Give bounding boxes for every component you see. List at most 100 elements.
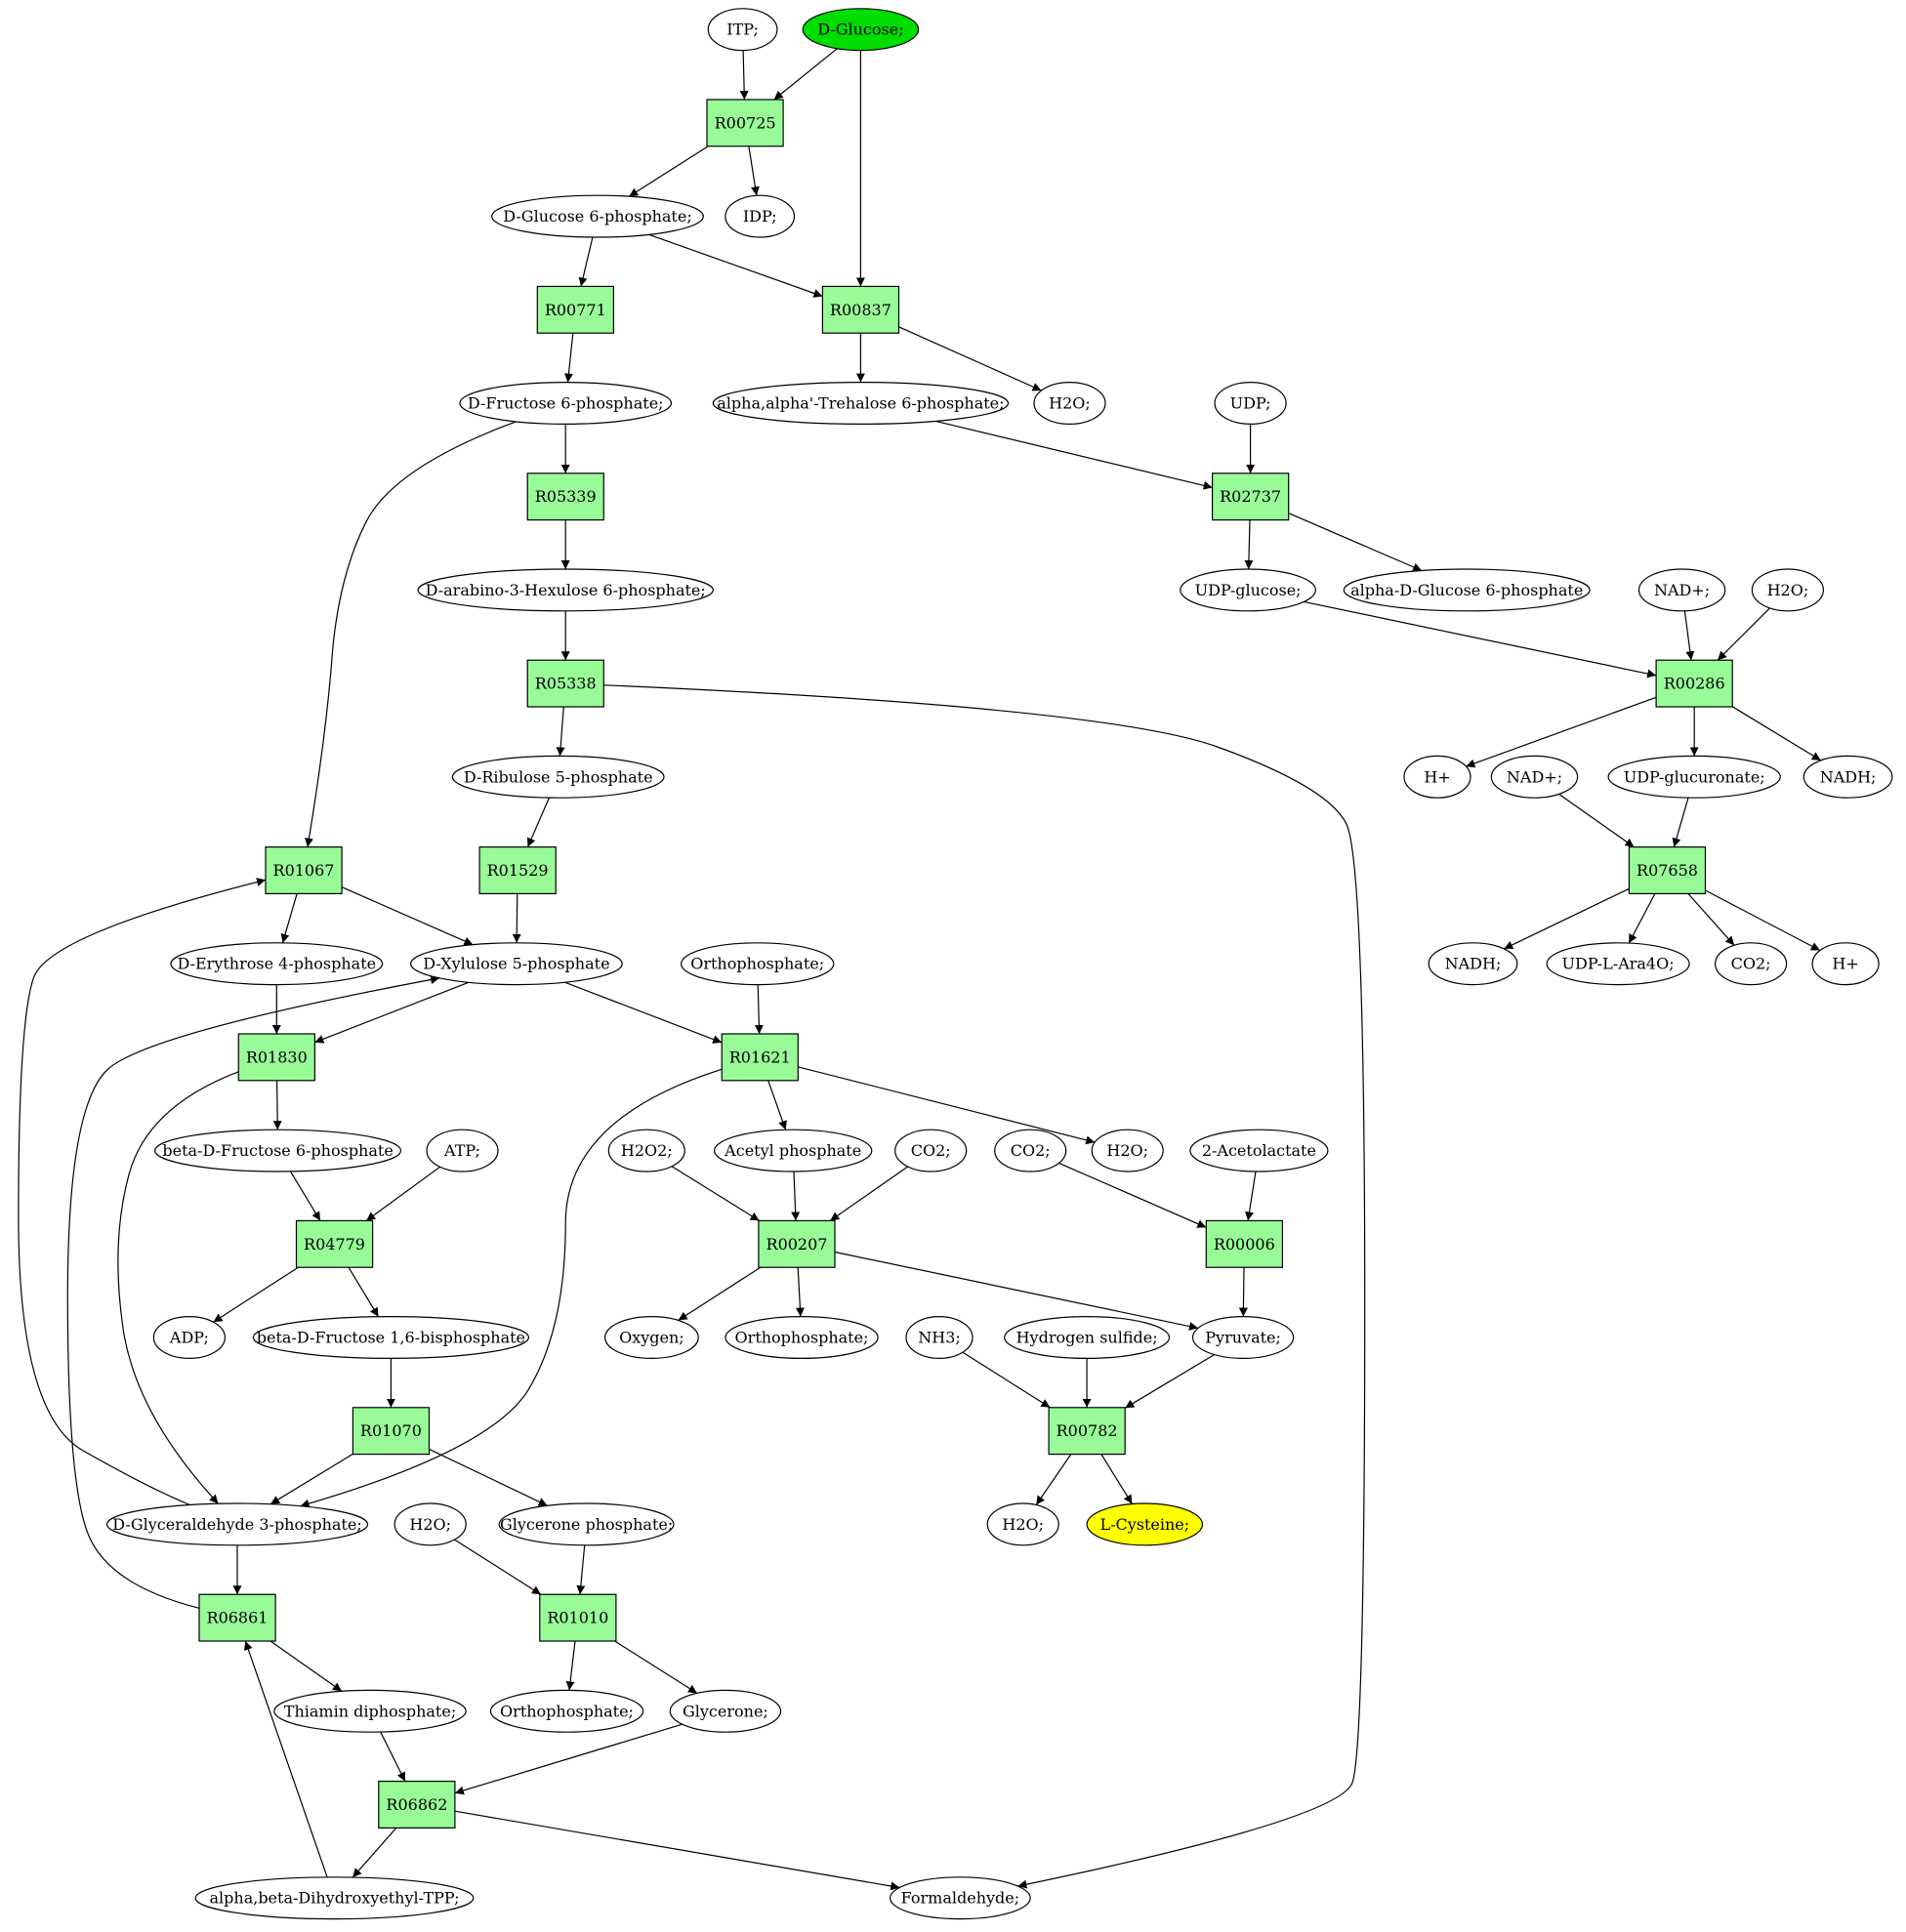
metabolite-node-nh3[interactable]: NH3;: [905, 1315, 974, 1359]
metabolite-ellipse: [905, 1315, 974, 1359]
metabolite-node-trehalose6p[interactable]: alpha,alpha'-Trehalose 6-phosphate;: [712, 382, 1010, 426]
metabolite-node-glycerone[interactable]: Glycerone;: [669, 1689, 782, 1733]
metabolite-ellipse: [725, 1315, 879, 1359]
reaction-node-r01621[interactable]: R01621: [721, 1033, 799, 1082]
node-label: CO2;: [1011, 1141, 1051, 1160]
reaction-node-r06862[interactable]: R06862: [378, 1780, 456, 1829]
metabolite-node-adp[interactable]: ADP;: [152, 1315, 226, 1359]
reaction-node-r00006[interactable]: R00006: [1205, 1219, 1284, 1268]
metabolite-ellipse: [154, 1129, 402, 1172]
edge-itp-to-r00725: [739, 50, 749, 101]
metabolite-node-h2o_d[interactable]: H2O;: [394, 1502, 467, 1546]
edge-r05338-to-dr5p: [556, 706, 565, 757]
metabolite-node-dr5p[interactable]: D-Ribulose 5-phosphate: [451, 755, 665, 799]
reaction-node-r01830[interactable]: R01830: [237, 1033, 316, 1082]
metabolite-node-bdf6p[interactable]: beta-D-Fructose 6-phosphate: [154, 1129, 402, 1172]
edge-r07658-to-udpara: [1628, 893, 1656, 944]
reaction-node-r01070[interactable]: R01070: [352, 1407, 431, 1456]
reaction-node-r07658[interactable]: R07658: [1628, 845, 1707, 894]
metabolite-node-h2o2[interactable]: H2O2;: [607, 1129, 685, 1172]
reaction-node-r01529[interactable]: R01529: [478, 845, 557, 894]
edge-r00207-to-pyruvate: [834, 1251, 1199, 1331]
metabolite-node-h2o_a[interactable]: H2O;: [1033, 382, 1106, 426]
metabolite-ellipse: [894, 1129, 968, 1172]
metabolite-node-ortho_b[interactable]: Orthophosphate;: [725, 1315, 879, 1359]
edge-dg6p-to-r00771: [578, 236, 594, 287]
metabolite-ellipse: [426, 1129, 499, 1172]
metabolite-node-nadh_a[interactable]: NADH;: [1802, 755, 1893, 799]
metabolite-node-udpglucuronate[interactable]: UDP-glucuronate;: [1607, 755, 1781, 799]
metabolite-ellipse: [1714, 942, 1788, 986]
reaction-node-r00771[interactable]: R00771: [536, 285, 614, 334]
metabolite-node-thiamin[interactable]: Thiamin diphosphate;: [273, 1689, 467, 1733]
metabolite-node-de4p[interactable]: D-Erythrose 4-phosphate: [170, 942, 384, 986]
metabolite-node-pyruvate[interactable]: Pyruvate;: [1191, 1315, 1295, 1359]
node-label: R05339: [535, 487, 597, 506]
node-label: H2O;: [1767, 581, 1809, 599]
metabolite-node-dhetpp[interactable]: alpha,beta-Dihydroxyethyl-TPP;: [194, 1876, 475, 1920]
metabolite-node-udp[interactable]: UDP;: [1214, 382, 1287, 426]
edge-nh3-to-r00782: [962, 1351, 1051, 1409]
reaction-box: [1655, 659, 1733, 708]
metabolite-node-itp[interactable]: ITP;: [707, 8, 778, 52]
metabolite-node-hplus_b[interactable]: H+: [1811, 942, 1880, 986]
metabolite-node-acetylp[interactable]: Acetyl phosphate: [714, 1129, 873, 1172]
reaction-node-r01067[interactable]: R01067: [265, 845, 343, 894]
node-label: R01070: [360, 1421, 422, 1440]
metabolite-node-lcys[interactable]: L-Cysteine;: [1086, 1502, 1204, 1546]
metabolite-node-dga3p[interactable]: D-Glyceraldehyde 3-phosphate;: [105, 1502, 369, 1546]
metabolite-node-atp[interactable]: ATP;: [426, 1129, 499, 1172]
metabolite-ellipse: [1180, 568, 1316, 612]
edge-co2_b-to-r00207: [829, 1166, 909, 1221]
reaction-node-r06861[interactable]: R06861: [198, 1593, 276, 1642]
metabolite-node-glyceronep[interactable]: Glycerone phosphate;: [498, 1502, 675, 1546]
edge-r00725-to-idp: [748, 145, 760, 196]
reaction-node-r00725[interactable]: R00725: [706, 99, 784, 147]
metabolite-node-nadh_b[interactable]: NADH;: [1428, 942, 1518, 986]
metabolite-node-ortho_a[interactable]: Orthophosphate;: [681, 942, 835, 986]
metabolite-node-h2s[interactable]: Hydrogen sulfide;: [1004, 1315, 1171, 1359]
metabolite-node-formaldehyde[interactable]: Formaldehyde;: [890, 1876, 1031, 1920]
metabolite-node-arabino[interactable]: D-arabino-3-Hexulose 6-phosphate;: [417, 568, 714, 612]
edge-udpglucuronate-to-r07658: [1672, 798, 1689, 847]
reaction-node-r00837[interactable]: R00837: [821, 285, 900, 334]
metabolite-node-oxygen[interactable]: Oxygen;: [604, 1315, 699, 1359]
metabolite-node-adg6p[interactable]: alpha-D-Glucose 6-phosphate: [1343, 568, 1591, 612]
metabolite-node-udpara[interactable]: UDP-L-Ara4O;: [1546, 942, 1690, 986]
node-label: H+: [1424, 767, 1450, 786]
metabolite-ellipse: [1802, 755, 1893, 799]
metabolite-node-nad_b[interactable]: NAD+;: [1490, 755, 1579, 799]
reaction-node-r00286[interactable]: R00286: [1655, 659, 1733, 708]
reaction-node-r04779[interactable]: R04779: [295, 1219, 374, 1268]
edge-r00006-to-pyruvate: [1238, 1267, 1248, 1317]
metabolite-node-dx5p[interactable]: D-Xylulose 5-phosphate: [410, 942, 623, 986]
node-label: UDP-glucuronate;: [1624, 767, 1765, 786]
metabolite-node-df6p[interactable]: D-Fructose 6-phosphate;: [459, 382, 673, 426]
metabolite-node-h2o_e[interactable]: H2O;: [986, 1502, 1059, 1546]
metabolite-node-nad_a[interactable]: NAD+;: [1637, 568, 1726, 612]
reaction-node-r05338[interactable]: R05338: [526, 659, 604, 708]
metabolite-node-co2_b[interactable]: CO2;: [894, 1129, 968, 1172]
metabolite-node-h2o_c[interactable]: H2O;: [1091, 1129, 1164, 1172]
metabolite-node-hplus_a[interactable]: H+: [1403, 755, 1471, 799]
metabolite-node-co2_c[interactable]: CO2;: [994, 1129, 1067, 1172]
metabolite-node-co2_a[interactable]: CO2;: [1714, 942, 1788, 986]
metabolite-node-ortho_c[interactable]: Orthophosphate;: [489, 1689, 644, 1733]
reaction-node-r05339[interactable]: R05339: [526, 473, 604, 521]
reaction-box: [758, 1219, 836, 1268]
node-label: Glycerone;: [683, 1702, 768, 1720]
reaction-node-r00782[interactable]: R00782: [1048, 1407, 1126, 1456]
reaction-node-r00207[interactable]: R00207: [758, 1219, 836, 1268]
edge-r01067-to-dx5p: [341, 886, 474, 946]
metabolite-node-idp[interactable]: IDP;: [725, 194, 796, 238]
metabolite-node-udpglucose[interactable]: UDP-glucose;: [1180, 568, 1316, 612]
metabolite-node-acetolactate[interactable]: 2-Acetolactate: [1189, 1129, 1329, 1172]
metabolite-node-dg6p[interactable]: D-Glucose 6-phosphate;: [491, 194, 704, 238]
reaction-node-r02737[interactable]: R02737: [1211, 473, 1290, 521]
reaction-node-r01010[interactable]: R01010: [539, 1593, 617, 1642]
node-label: NH3;: [918, 1329, 961, 1347]
edge-r05338-to-formaldehyde: [603, 684, 1366, 1889]
metabolite-node-bdf16bp[interactable]: beta-D-Fructose 1,6-bisphosphate: [252, 1315, 529, 1359]
metabolite-node-h2o_b[interactable]: H2O;: [1751, 568, 1825, 612]
metabolite-node-dglucose[interactable]: D-Glucose;: [802, 8, 920, 52]
